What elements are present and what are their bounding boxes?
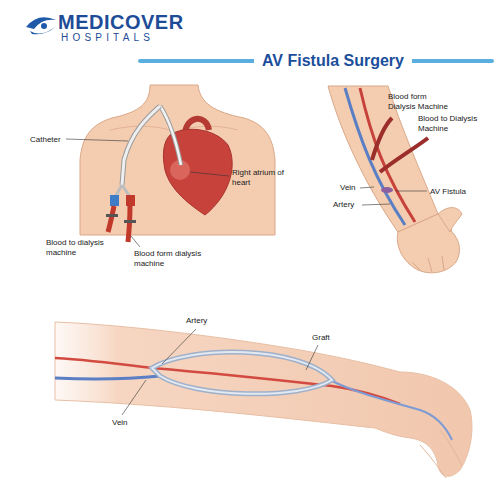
arm-graft-figure-part: [55, 322, 472, 476]
part-label: Catheter: [30, 135, 61, 145]
part-label: Blood to Dialysis Machine: [418, 114, 486, 133]
arm-graft-figure-part: [306, 345, 318, 370]
forearm-figure-part: [362, 204, 390, 205]
part-label: Vein: [112, 418, 128, 428]
chest-figure-part: [122, 106, 160, 185]
chest-figure-part: [110, 195, 119, 206]
page-title: AV Fistula Surgery: [254, 51, 412, 70]
part-label: Blood form Dialysis Machine: [388, 92, 456, 111]
arm-graft-figure-part: [330, 380, 452, 440]
forearm-figure-part: [412, 256, 444, 272]
forearm-figure-part: [372, 118, 392, 160]
forearm-figure-part: [360, 187, 374, 188]
arm-graft-figure: [55, 322, 472, 478]
leader-lines: [66, 139, 229, 247]
arm-graft-figure-part: [55, 376, 160, 379]
arm-graft-figure-part: [122, 380, 146, 415]
leader-lines-part: [190, 172, 229, 176]
part-label: AV Fistula: [430, 187, 466, 197]
part-label: Blood form dialysis machine: [134, 249, 204, 268]
arm-graft-figure-part: [162, 329, 196, 364]
chest-figure-part: [124, 220, 136, 223]
leader-lines-part: [131, 236, 140, 247]
arm-graft-figure-part: [55, 358, 400, 404]
chest-figure: [80, 85, 275, 242]
logo-brand: MEDICOVER: [58, 12, 184, 32]
logo-subtitle: HOSPITALS: [61, 33, 154, 43]
chest-figure-part: [126, 195, 135, 206]
part-label: Artery: [186, 316, 207, 326]
chest-figure-part: [128, 206, 130, 242]
forearm-figure-part: [380, 138, 428, 172]
logo-icon: [26, 17, 56, 34]
part-label: Right atrium of heart: [232, 168, 290, 187]
leader-lines-part: [66, 139, 128, 141]
chest-figure-part: [160, 106, 181, 165]
arm-graft-figure-part: [152, 352, 332, 394]
chest-figure-part: [108, 206, 114, 232]
part-label: Graft: [312, 333, 330, 343]
chest-figure-part: [106, 214, 118, 217]
chest-figure-part: [160, 106, 181, 165]
forearm-figure-part: [381, 187, 393, 193]
arm-graft-figure-part: [420, 430, 462, 478]
forearm-figure-part: [396, 191, 427, 192]
part-label: Artery: [333, 200, 354, 210]
part-label: Blood to dialysis machine: [46, 238, 120, 257]
forearm-figure-part: [438, 208, 462, 232]
chest-figure-part: [80, 85, 275, 235]
arm-graft-figure-part: [152, 352, 332, 394]
logo-icon-part: [26, 17, 56, 29]
part-label: Vein: [340, 183, 356, 193]
chest-figure-part: [122, 106, 160, 185]
logo-icon-part: [41, 23, 47, 29]
